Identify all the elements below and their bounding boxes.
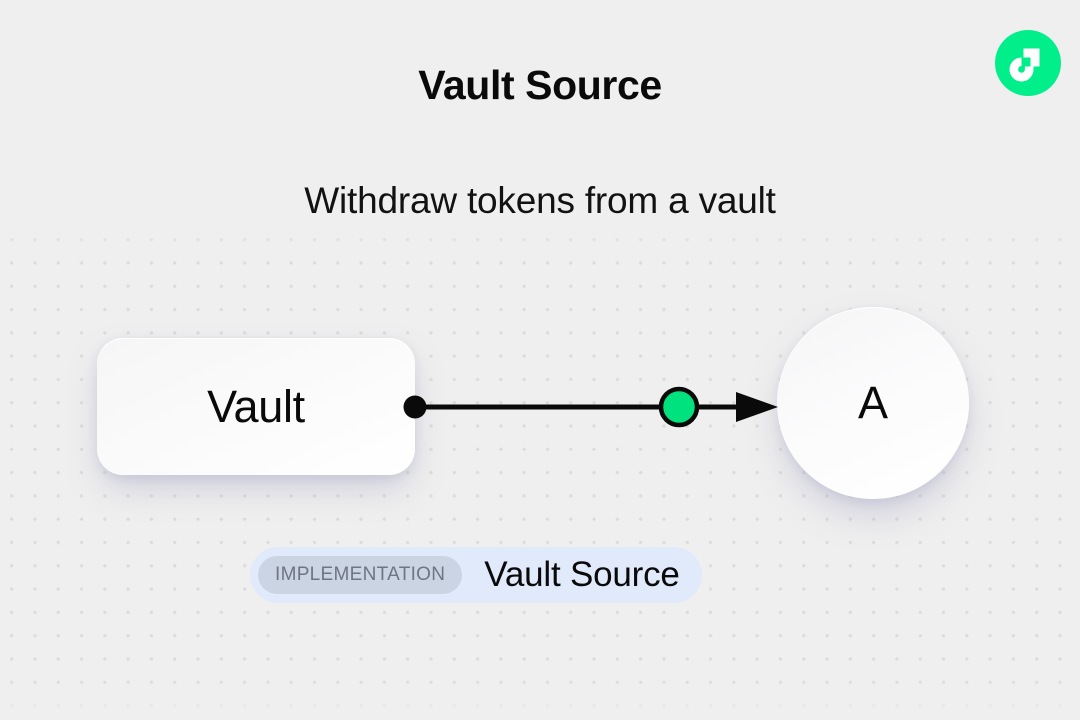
arrowhead-icon [736, 392, 778, 422]
page-subtitle: Withdraw tokens from a vault [304, 180, 776, 221]
flow-logo-icon [995, 30, 1061, 96]
page-title: Vault Source [418, 62, 662, 108]
node-vault-label: Vault [207, 380, 305, 432]
green-connector-dot [658, 386, 700, 428]
output-port-dot [403, 395, 427, 419]
flow-logo-glyph [1009, 48, 1040, 82]
implementation-tag-label: IMPLEMENTATION [258, 556, 463, 594]
edge-vault-to-a [403, 386, 778, 428]
node-account-a-label: A [857, 377, 888, 428]
implementation-badge[interactable]: IMPLEMENTATION Vault Source [250, 547, 702, 603]
node-account-a[interactable]: A [777, 307, 969, 499]
implementation-name: Vault Source [484, 555, 680, 594]
dot-grid-background [0, 222, 1080, 720]
node-vault[interactable]: Vault [97, 338, 415, 475]
